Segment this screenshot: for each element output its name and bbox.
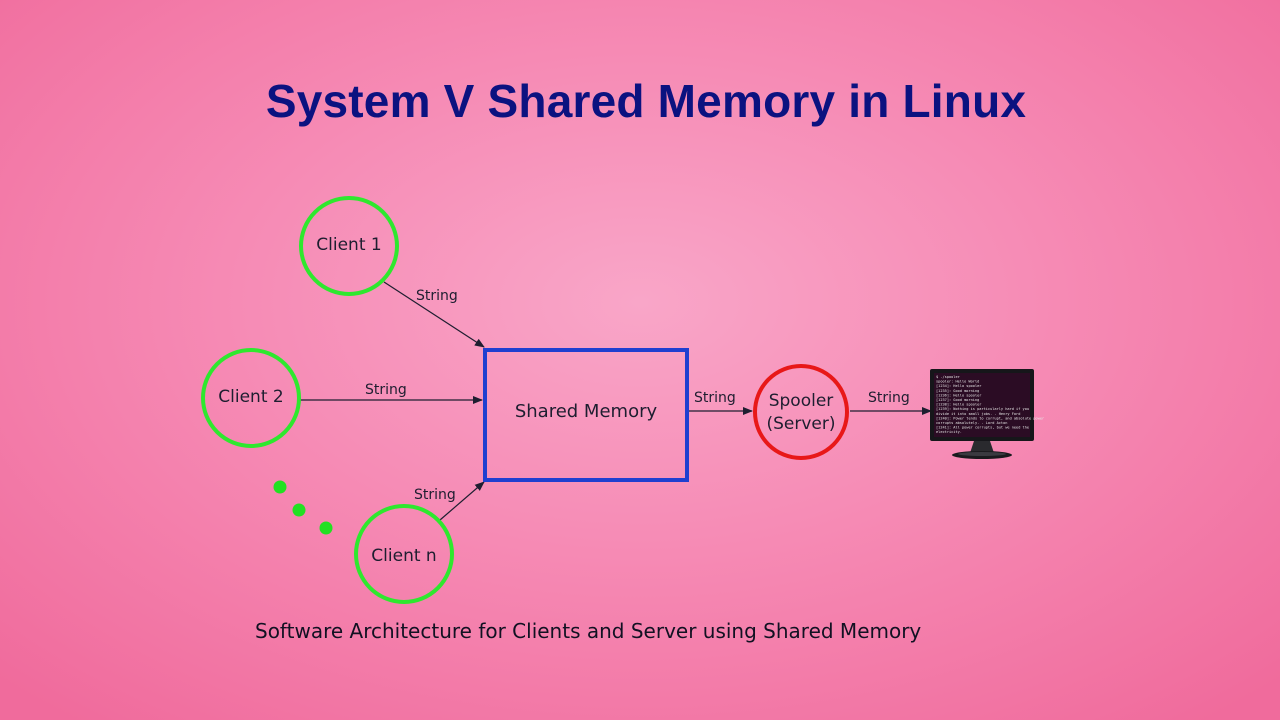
clientn-node <box>354 504 454 604</box>
client2-label: Client 2 <box>218 387 283 407</box>
terminal-line: [1237]: Good morning <box>936 398 979 402</box>
ellipsis-dot <box>273 480 287 494</box>
terminal-line: [1235]: Good morning <box>936 389 979 393</box>
spooler-label-line2: (Server) <box>766 414 835 434</box>
terminal-line: [1240]: Power tends to corrupt, and abso… <box>936 416 1045 420</box>
terminal-line: $ ./spooler <box>936 375 961 379</box>
ellipsis-dots <box>273 480 333 535</box>
diagram-caption: Software Architecture for Clients and Se… <box>255 619 922 643</box>
terminal-line: spooler: Hello World <box>936 380 979 384</box>
page-title: System V Shared Memory in Linux <box>265 75 1027 127</box>
shared-memory-node <box>483 348 689 482</box>
shared-memory-label: Shared Memory <box>515 401 658 422</box>
terminal-line: [1241]: All power corrupts, but we need … <box>936 426 1029 430</box>
ellipsis-dot <box>319 521 333 535</box>
terminal-line: [1236]: Hello spooler <box>936 393 982 397</box>
terminal-line: [1234]: Hello spooler <box>936 384 982 388</box>
terminal-line: electricity. <box>936 430 962 434</box>
ellipsis-dot <box>292 503 306 517</box>
client1-label: Client 1 <box>316 235 381 255</box>
arrow-client1-to-memory <box>383 281 485 348</box>
client1-node <box>299 196 399 296</box>
spooler-node <box>753 364 849 460</box>
client2-node <box>201 348 301 448</box>
clientn-label: Client n <box>371 546 436 566</box>
spooler-label-line1: Spooler <box>769 391 834 411</box>
edge-label-clientn: String <box>414 487 456 503</box>
terminal-line: corrupts absolutely. - Lord Acton <box>936 421 1007 425</box>
terminal-line: [1238]: Hello spooler <box>936 403 982 407</box>
arrow-clientn-to-memory <box>439 481 485 521</box>
edge-label-memory-spooler: String <box>694 390 736 406</box>
terminal-line: divide it into small jobs. - Henry Ford <box>936 412 1020 416</box>
terminal-line: [1239]: Nothing is particularly hard if … <box>936 407 1029 411</box>
edge-label-client1: String <box>416 288 458 304</box>
edge-label-client2: String <box>365 382 407 398</box>
edge-label-spooler-monitor: String <box>868 390 910 406</box>
